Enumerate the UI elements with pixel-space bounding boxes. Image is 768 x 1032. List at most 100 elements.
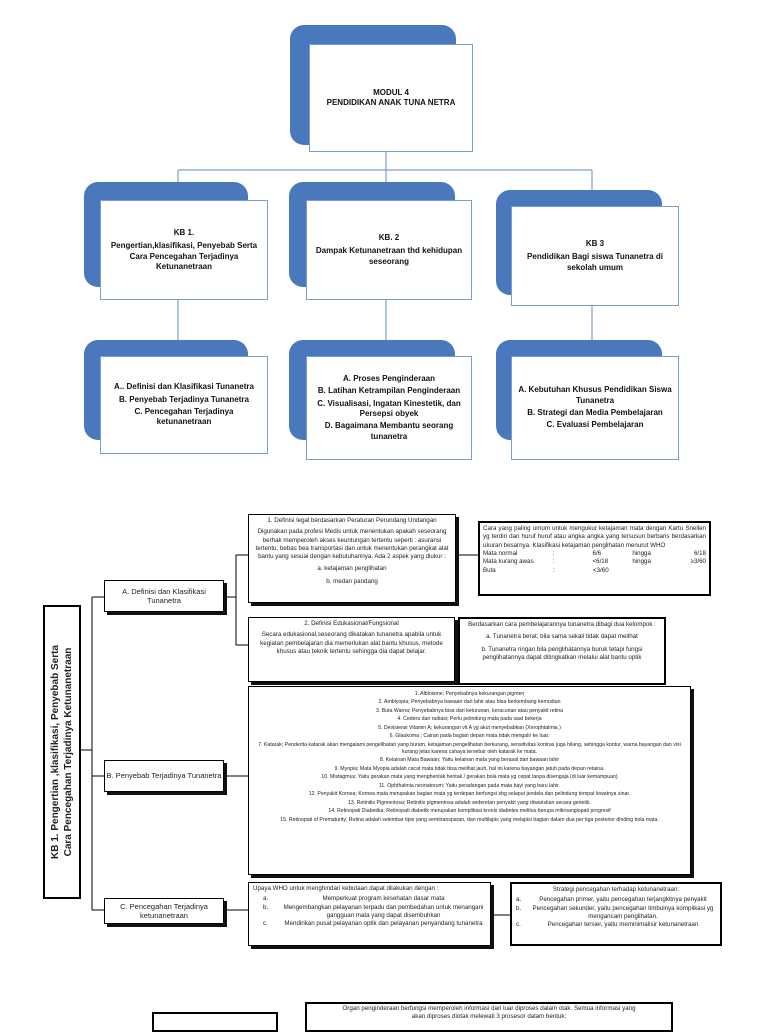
who-row-sep: : [552,558,555,566]
prevention-strategy-text: Pencegahan primer, yaitu pencegahan terj… [539,896,707,904]
kb2-title: KB. 2 [378,232,400,242]
who-prevention-text: Mengembangkan pelayanan terpadu dan pemb… [283,903,484,920]
legal-definition-title: 1. Definisi legal berdasarkan Peraturan … [267,517,437,524]
who-prevention-mark: b. [263,903,269,911]
who-row-to-word: hingga [632,550,651,558]
legal-definition-box: 1. Definisi legal berdasarkan Peraturan … [248,514,456,603]
prevention-strategy-item: a. Pencegahan primer, yaitu pencegahan t… [516,896,716,904]
cause-item: 6. Glaukoma ; Cairan pada bagian depan m… [389,733,550,740]
learning-class-item1: a. Tunanetra berat; bila sama sekali tid… [486,633,638,641]
causes-box: 1. Albinisme; Penyebabnya kekurangan pig… [248,686,691,875]
who-prevention-text: Mendirikan pusat pelayanan optik dan pel… [284,920,483,928]
root-line1: MODUL 4 [373,87,409,97]
kb1-vertical-title-box: KB 1. Pengertian ,klasifikasi, Penyebab … [43,605,81,899]
prevention-strategy-mark: a. [516,896,522,904]
who-row-blind: Buta : <3/60 [483,567,706,575]
kb1-topic: A.. Definisi dan Klasifikasi Tunanetra [114,382,254,392]
bottom-partial-text-box: Organ penginderaan berfungsi memperoleh … [305,1002,673,1032]
cause-item: 4. Cedera dan radiasi; Perlu pelindung m… [397,716,542,723]
kb2-card: KB. 2 Dampak Ketunanetraan thd kehidupan… [306,200,472,300]
kb2-topic: A. Proses Penginderaan [342,373,436,383]
cause-item: 5. Devisiensi Vitamin A; kekurangan vit … [378,724,561,731]
prevention-strategy-box: Strategi pencegahan terhadap ketunanetra… [510,882,722,946]
who-row-from: <6/18 [592,558,609,566]
cause-item: 11. Ophthalmia neonatorum; Yaitu peradan… [378,782,561,789]
kb2-topic: D. Bagaimana Membantu seorang tunanetra [324,421,454,441]
kb1-vertical-title-line2: Cara Pencegahan Terjadinya Ketunanetraan [63,647,75,857]
prevention-strategy-text: Pencegahan tersier, yaitu meminimalisir … [547,921,699,929]
cause-item: 7. Katarak; Penderita katarak akan menga… [258,741,681,755]
prevention-strategy-mark: c. [516,921,521,929]
bottom-partial-left-box [152,1012,278,1032]
bottom-partial-text-line1: Organ penginderaan berfungsi memperoleh … [342,1005,636,1012]
kb3-card: KB 3 Pendidikan Bagi siswa Tunanetra di … [511,206,679,306]
cause-item: 10. Mistagmus; Yaitu gerakan mata yang m… [321,774,618,781]
branch-a-label: A. Definisi dan Klasifikasi Tunanetra [122,586,206,605]
cause-item: 9. Myopia; Mata Myopia adalah cacat mata… [334,765,605,772]
kb1-topic: C. Pencegahan Terjadinya ketunanetraan [134,407,234,427]
who-row-label: Buta [483,566,496,574]
branch-a-box: A. Definisi dan Klasifikasi Tunanetra [104,580,224,612]
who-prevention-item: a. Memperkuat program kesehatan dasar ma… [253,895,486,903]
kb3-subtitle: Pendidikan Bagi siswa Tunanetra di sekol… [527,252,663,272]
who-row-sep: : [552,550,555,558]
prevention-strategy-title: Strategi pencegahan terhadap ketunanetra… [552,886,680,893]
bottom-partial-text-line2: akan diproses diotak melewati 3 prosesor… [411,1013,567,1021]
branch-c-label: C. Pencegahan Terjadinya ketunanetraan [120,901,208,920]
root-line2: PENDIDIKAN ANAK TUNA NETRA [326,98,456,107]
functional-definition-box: 2. Definisi Edukasional/Fungsional Secar… [248,617,455,682]
branch-b-label: B. Penyebab Terjadinya Tunanetra [106,771,222,781]
who-row-to: ≥3/60 [690,558,707,566]
branch-c-box: C. Pencegahan Terjadinya ketunanetraan [104,898,224,924]
kb1-subtitle: Pengertian,klasifikasi, Penyebab Serta C… [110,241,258,271]
legal-aspect-1: a. ketajaman penglihatan [317,564,387,572]
cause-item: 14. Retinopati Diabetika; Retinopati dia… [328,808,611,815]
cause-item: 8. Kelainan Mata Bawaan; Yaitu kelainan … [379,757,560,764]
learning-class-title: Berdasarkan cara pembelajarannya tunanet… [468,621,656,628]
cause-item: 2. Ambiyopia; Penyebabnya bawaan dari la… [378,699,561,706]
kb3-topic: A. Kebutuhan Khusus Pendidikan Siswa Tun… [518,385,672,405]
kb2-subtitle: Dampak Ketunanetraan thd kehidupan seseo… [315,246,463,266]
cause-item: 12. Penyakit Kornea; Kornea mata merupak… [308,791,631,798]
prevention-strategy-item: c. Pencegahan tersier, yaitu meminimalis… [516,921,716,929]
kb3-topic: B. Strategi dan Media Pembelajaran [527,408,663,417]
cause-item: 15. Retinopati of Prematurity; Retina ad… [280,816,659,823]
legal-definition-body: Digunakan pada profesi Medis untuk menen… [255,528,449,561]
kb2-topic: C. Visualisasi, Ingatan Kinestetik, dan … [317,398,461,418]
learning-class-box: Berdasarkan cara pembelajarannya tunanet… [458,617,666,685]
prevention-strategy-mark: b. [516,904,522,912]
snellen-text: Cara yang paling umum untuk mengukur ket… [483,525,706,549]
who-row-label: Mata kurang awas [483,558,534,566]
kb1-card: KB 1. Pengertian,klasifikasi, Penyebab S… [100,200,268,300]
who-prevention-title: Upaya WHO untuk menghindari kebutaan dap… [253,885,439,892]
who-row-from: 6/6 [592,550,602,558]
who-prevention-text: Memperkuat program kesehatan dasar mata [322,895,445,903]
who-row-to: 6/18 [693,550,707,558]
who-row-to-word: hingga [632,558,651,566]
causes-list: 1. Albinisme; Penyebabnya kekurangan pig… [254,691,685,824]
kb1-title: KB 1. [173,227,195,237]
who-prevention-mark: a. [263,895,269,903]
kb1-topic: B. Penyebab Terjadinya Tunanetra [119,394,249,404]
cause-item: 1. Albinisme; Penyebabnya kekurangan pig… [414,690,525,697]
who-prevention-mark: c. [263,920,268,928]
kb2-topics-card: A. Proses Penginderaan B. Latihan Ketram… [306,356,472,460]
who-prevention-box: Upaya WHO untuk menghindari kebutaan dap… [248,882,491,946]
who-prevention-item: c. Mendirikan pusat pelayanan optik dan … [253,920,486,928]
kb2-topic: B. Latihan Ketrampilan Penginderaan [317,386,461,396]
learning-class-item2: b. Tunanetra ringan bila penglihatannya … [481,645,643,662]
who-row-from: <3/60 [593,566,609,574]
functional-definition-title: 2. Definisi Edukasional/Fungsional [304,620,399,627]
kb3-title: KB 3 [585,238,605,248]
who-row-low-vision: Mata kurang awas : <6/18 hingga ≥3/60 [483,558,706,566]
kb1-vertical-title-line1: KB 1. Pengertian ,klasifikasi, Penyebab … [50,645,62,859]
kb1-topics-card: A.. Definisi dan Klasifikasi Tunanetra B… [100,356,268,454]
who-prevention-item: b. Mengembangkan pelayanan terpadu dan p… [253,904,486,921]
who-row-label: Mata normal [483,550,518,558]
prevention-strategy-item: b. Pencegahan sekunder, yaitu pencegahan… [516,905,716,922]
prevention-strategy-text: Pencegahan sekunder, yaitu pencegahan ti… [532,904,714,921]
root-card: MODUL 4 PENDIDIKAN ANAK TUNA NETRA [309,44,473,152]
kb3-topic: C. Evaluasi Pembelajaran [546,420,644,430]
branch-b-box: B. Penyebab Terjadinya Tunanetra [104,760,224,792]
